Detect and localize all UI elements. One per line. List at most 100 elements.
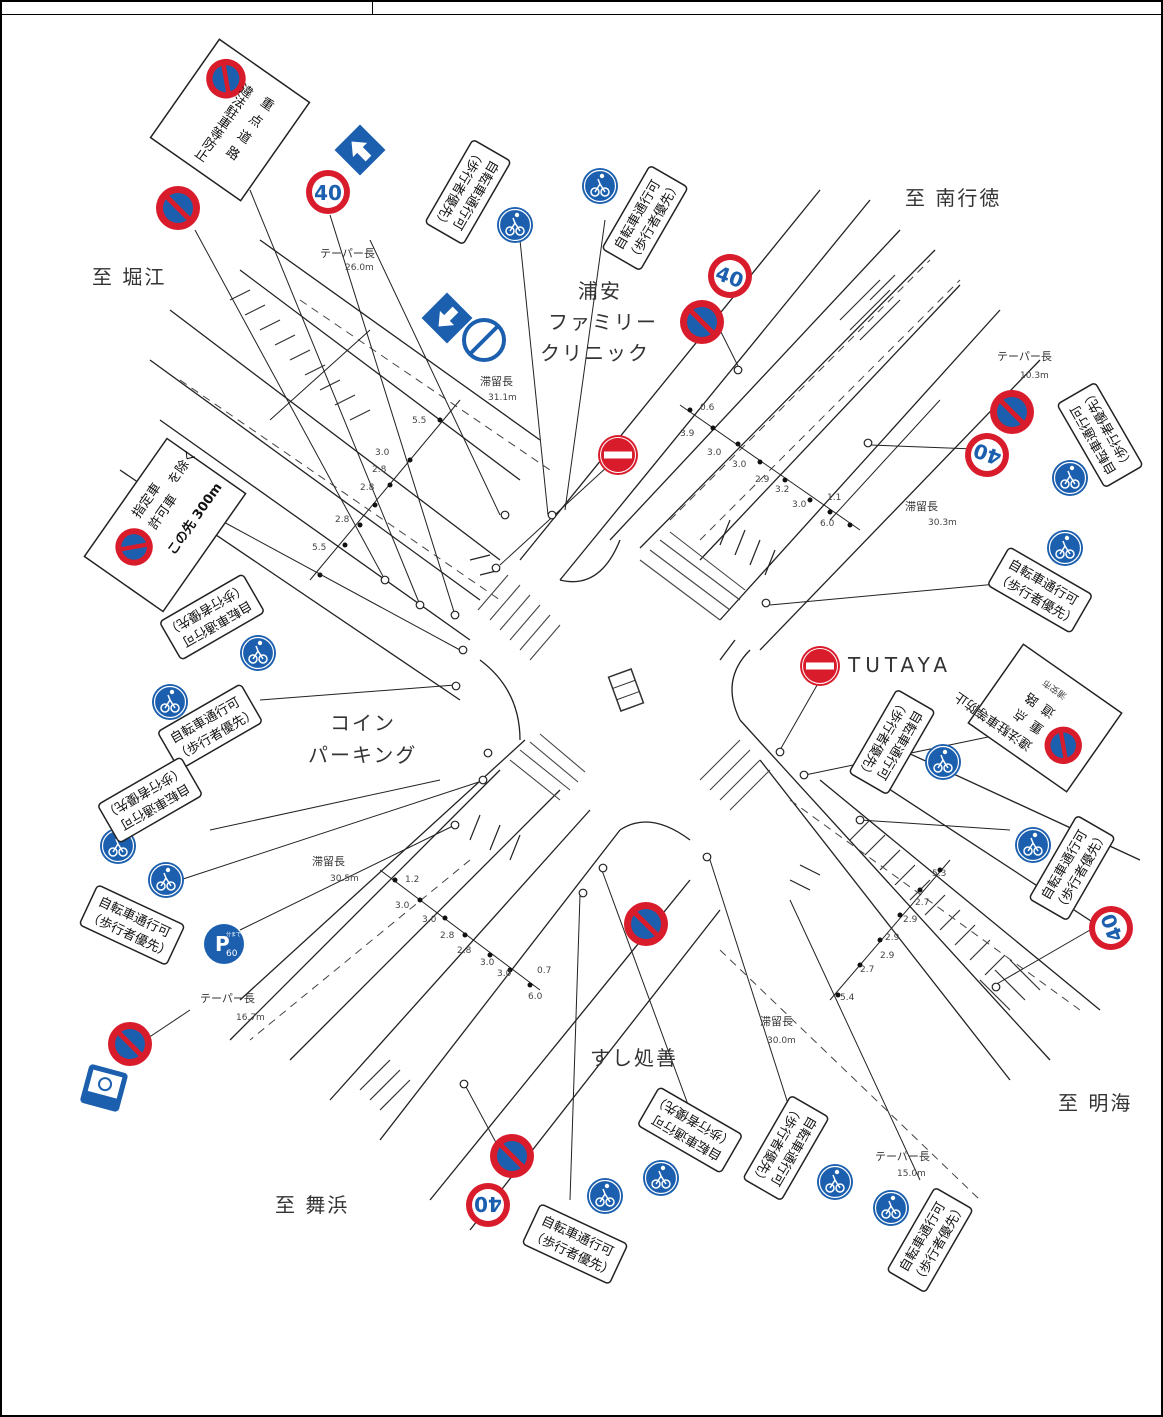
one-way-arrow-sign — [334, 124, 386, 176]
parking-p: P — [215, 932, 230, 956]
lane-width: 2.8 — [335, 515, 350, 525]
speed-limit-sign: 40 — [306, 170, 350, 214]
speed-limit-sign: 40 — [701, 247, 759, 305]
direction-label-maihama: 至 舞浜 — [275, 1193, 349, 1217]
lane-arrows — [469, 519, 821, 891]
lane-markings — [179, 259, 1081, 1201]
se-queue-label: 滞留長 — [760, 1015, 793, 1028]
lane-width: 5.4 — [840, 993, 855, 1003]
lane-width: 0.6 — [700, 403, 715, 413]
lane-width: 2.8 — [372, 465, 387, 475]
bicycle-sign — [239, 634, 277, 672]
landmark-tutaya: TUTAYA — [847, 653, 952, 677]
bicycle-permitted-plate: 自転車通行可 （歩行者優先） — [849, 690, 935, 794]
lane-width: 2.7 — [860, 965, 874, 975]
no-entry-sign — [799, 645, 841, 687]
no-parking-sign — [624, 902, 668, 946]
ne-queue-value: 30.3m — [928, 518, 957, 528]
no-parking-sign — [108, 1022, 152, 1066]
lane-width: 1.2 — [405, 875, 419, 885]
sw-queue-value: 30.5m — [330, 874, 359, 884]
crosswalks — [477, 531, 771, 811]
no-entry-sign — [597, 434, 639, 476]
bicycle-sign — [151, 683, 189, 721]
lane-width: 3.0 — [375, 448, 390, 458]
lane-width: 3.0 — [792, 500, 807, 510]
bicycle-permitted-plate: 自転車通行可 （歩行者優先） — [638, 1087, 742, 1173]
sw-taper-value: 16.7m — [236, 1013, 265, 1023]
lane-width: 3.0 — [480, 958, 495, 968]
sign-leader-lines — [129, 189, 1091, 1201]
bicycle-sign — [872, 1189, 910, 1227]
bicycle-sign — [586, 1177, 624, 1215]
speed-limit-sign: 40 — [466, 1183, 510, 1227]
lane-width: 0.7 — [537, 966, 551, 976]
landmark-clinic: 浦安 ファミリー クリニック — [540, 279, 656, 365]
coin-parking-line-1: コイン — [330, 711, 396, 735]
lane-width: 1.1 — [827, 493, 841, 503]
clinic-line-1: 浦安 — [578, 279, 622, 303]
speed-limit-value: 40 — [314, 181, 342, 205]
no-parking-sign-blue-ring — [462, 318, 506, 362]
sw-taper-label: テーパー長 — [200, 992, 255, 1005]
lane-width: 3.0 — [732, 460, 747, 470]
se-taper-value: 15.0m — [897, 1169, 926, 1179]
header-column-divider — [372, 0, 373, 14]
no-parking-priority-plate-se: 違法駐車等防止 重 点 道 路 浦安市 — [952, 643, 1123, 793]
speed-limit-sign: 40 — [958, 426, 1016, 484]
bicycle-sign — [1014, 826, 1052, 864]
direction-label-horie: 至 堀江 — [92, 265, 166, 289]
lane-width: 5.5 — [412, 416, 426, 426]
hatched-zones — [229, 274, 1041, 1111]
bicycle-permitted-plate: 自転車通行可 （歩行者優先） — [887, 1188, 973, 1292]
speed-limit-sign: 40 — [1082, 899, 1140, 957]
no-parking-priority-plate-nw: 違法駐車等防止 重 点 道 路 — [149, 38, 311, 202]
bicycle-sign — [496, 206, 534, 244]
lane-width: 2.7 — [915, 898, 929, 908]
lane-width: 2.9 — [880, 951, 895, 961]
bicycle-permitted-plate: 自転車通行可 （歩行者優先） — [743, 1096, 829, 1200]
lane-width: 3.0 — [422, 915, 437, 925]
se-queue-value: 30.0m — [767, 1036, 796, 1046]
ne-taper-label: テーパー長 — [997, 350, 1052, 363]
landmark-sushi: すし処善 — [590, 1046, 678, 1070]
parking-area-plate — [80, 1064, 128, 1112]
parking-minutes: 60 — [226, 949, 238, 959]
lane-width: 3.2 — [775, 485, 789, 495]
no-parking-sign — [490, 1134, 534, 1178]
lane-width: 2.9 — [903, 915, 918, 925]
ne-queue-label: 滞留長 — [905, 500, 938, 513]
dimension-lines — [269, 329, 951, 1001]
bicycle-permitted-plate: 自転車通行可 （歩行者優先） — [522, 1204, 628, 1284]
landmark-coin-parking: コイン パーキング — [308, 711, 417, 767]
bicycle-sign — [147, 861, 185, 899]
lane-width: 3.9 — [680, 429, 695, 439]
speed-limit-value: 40 — [474, 1192, 502, 1216]
bicycle-sign — [816, 1163, 854, 1201]
lane-width: 3.0 — [395, 901, 410, 911]
bicycle-sign — [1046, 529, 1084, 567]
no-parking-sign — [156, 186, 200, 230]
nw-queue-value: 31.1m — [488, 393, 517, 403]
lane-width: 5.5 — [312, 543, 326, 553]
road-network — [119, 189, 1141, 1231]
dimension-points — [317, 407, 943, 998]
direction-label-minamigyotoku: 至 南行徳 — [905, 186, 1001, 210]
clinic-line-3: クリニック — [540, 341, 650, 365]
no-parking-sign — [990, 390, 1034, 434]
lane-info-labels: テーパー長 26.0m 滞留長 31.1m テーパー長 10.3m 滞留長 30… — [200, 247, 1052, 1179]
coin-parking-line-2: パーキング — [308, 743, 417, 767]
lane-width: 2.8 — [440, 931, 455, 941]
sw-queue-label: 滞留長 — [312, 855, 345, 868]
no-parking-sign — [680, 300, 724, 344]
lane-width-labels: 5.5 3.0 2.8 2.8 2.8 5.5 0.6 3.9 3.0 3.0 … — [312, 403, 946, 1003]
header-divider — [0, 14, 1163, 15]
lane-width: 2.8 — [360, 483, 375, 493]
lane-width: 6.0 — [528, 992, 543, 1002]
signal-icon — [607, 668, 645, 712]
bicycle-permitted-plate: 自転車通行可 （歩行者優先） — [98, 757, 202, 843]
lane-width: 3.0 — [497, 969, 512, 979]
nw-taper-value: 26.0m — [345, 263, 374, 273]
